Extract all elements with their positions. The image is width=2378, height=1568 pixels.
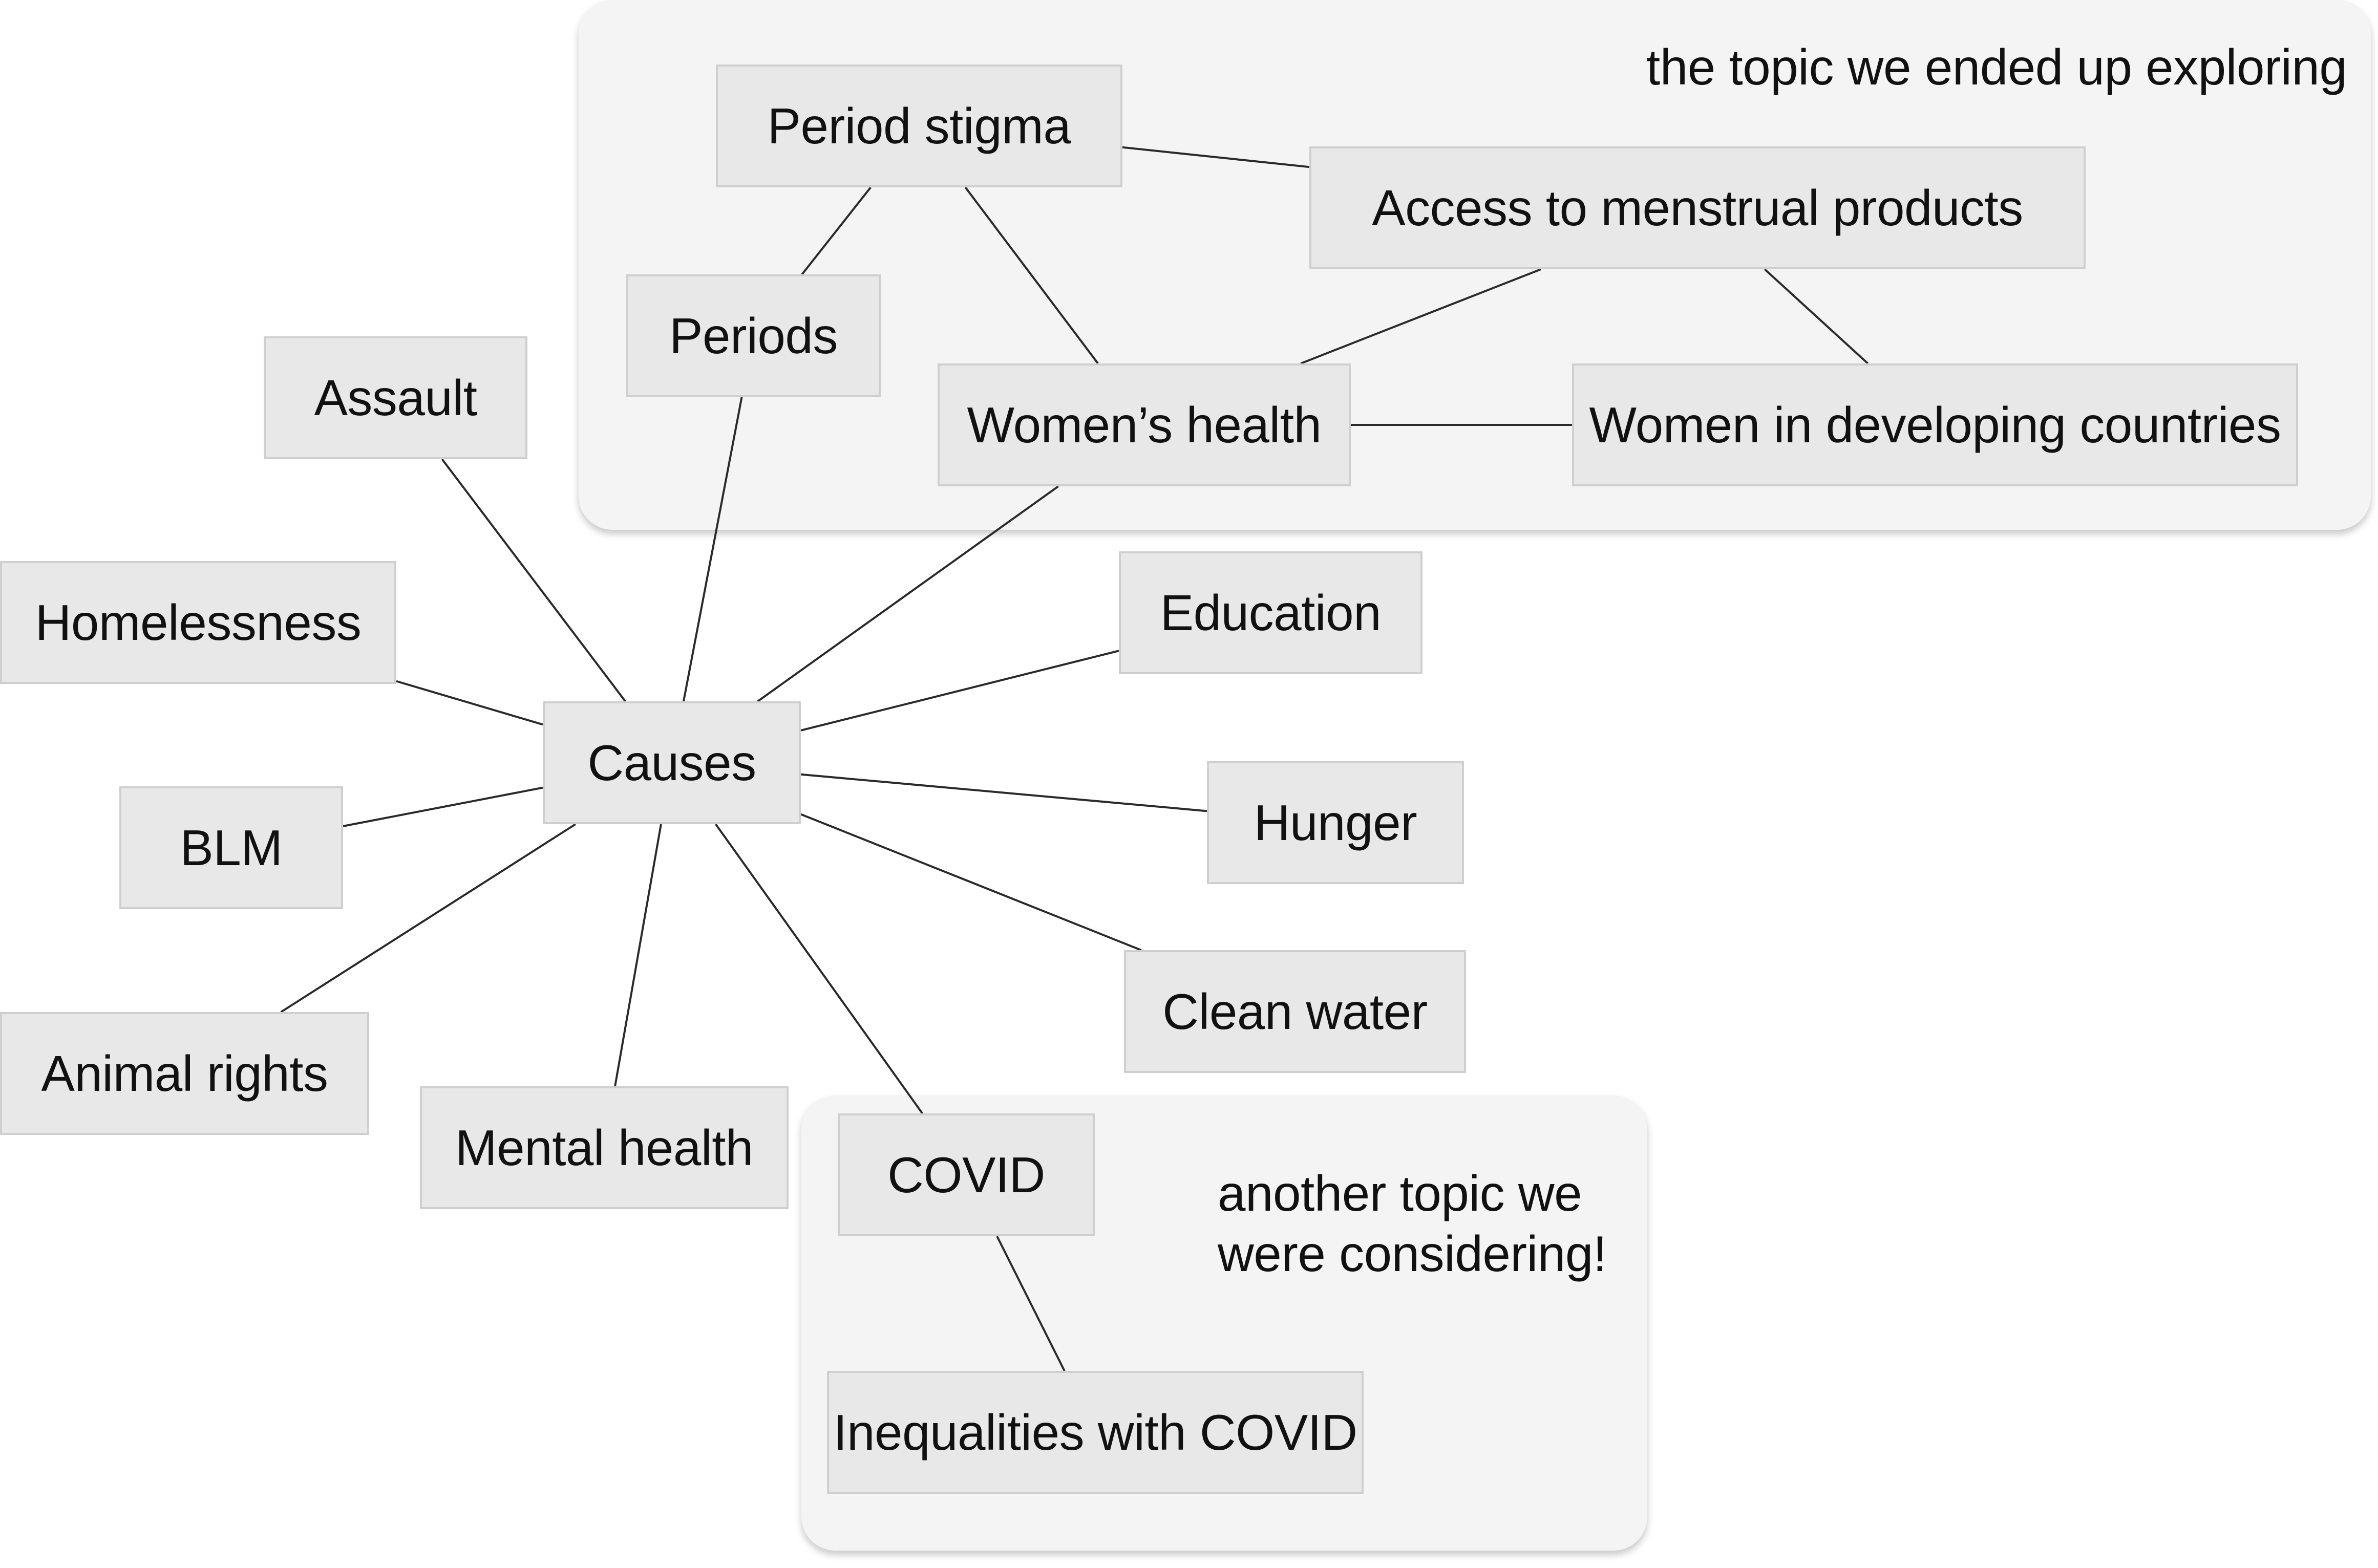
edge-access_products-women_developing (1764, 268, 1869, 364)
considered-topic-annotation: another topic we were considering! (1218, 1163, 1607, 1284)
node-womens-health[interactable]: Women’s health (938, 363, 1351, 486)
edge-causes-periods (682, 397, 743, 702)
node-periods[interactable]: Periods (626, 274, 881, 397)
node-period-stigma[interactable]: Period stigma (716, 65, 1122, 187)
node-blm[interactable]: BLM (119, 786, 343, 909)
edge-period_stigma-womens_health (964, 186, 1099, 364)
edge-causes-womens_health (757, 485, 1059, 702)
edge-causes-blm (343, 786, 543, 827)
considered-annotation-line-1: another topic we (1218, 1165, 1582, 1221)
edge-causes-mental_health (614, 824, 662, 1087)
considered-annotation-line-2: were considering! (1218, 1226, 1607, 1282)
node-women-in-developing-countries[interactable]: Women in developing countries (1572, 363, 2298, 486)
edge-causes-clean_water (800, 813, 1142, 951)
edge-periods-period_stigma (801, 186, 872, 275)
node-clean-water[interactable]: Clean water (1124, 950, 1466, 1073)
edge-period_stigma-access_products (1122, 146, 1310, 168)
node-causes[interactable]: Causes (543, 701, 801, 824)
node-mental-health[interactable]: Mental health (420, 1086, 789, 1209)
node-inequalities-with-covid[interactable]: Inequalities with COVID (827, 1371, 1364, 1494)
edge-causes-assault (441, 458, 626, 702)
node-homelessness[interactable]: Homelessness (0, 561, 396, 684)
edge-causes-hunger (800, 773, 1207, 812)
edge-causes-homelessness (396, 680, 543, 726)
node-covid[interactable]: COVID (838, 1113, 1095, 1236)
edge-causes-education (800, 650, 1119, 732)
node-education[interactable]: Education (1119, 551, 1422, 674)
node-assault[interactable]: Assault (264, 336, 527, 459)
node-hunger[interactable]: Hunger (1207, 761, 1464, 884)
edge-covid-inequalities_covid (996, 1236, 1066, 1371)
explored-topic-annotation: the topic we ended up exploring (1646, 39, 2347, 95)
edge-causes-covid (715, 823, 923, 1114)
node-animal-rights[interactable]: Animal rights (0, 1012, 369, 1135)
node-access-to-menstrual-products[interactable]: Access to menstrual products (1309, 146, 2086, 269)
edge-causes-animal_rights (280, 823, 576, 1013)
edge-access_products-womens_health (1300, 268, 1541, 364)
